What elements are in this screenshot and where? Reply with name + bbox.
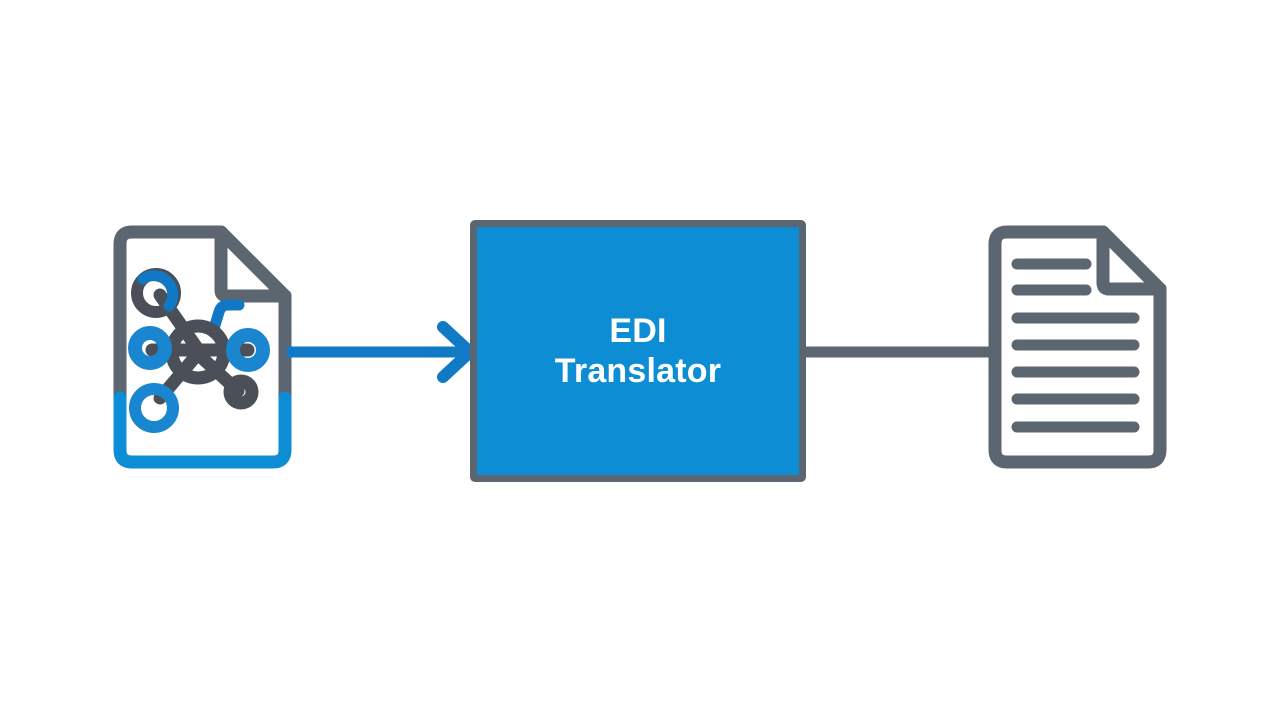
source-document-outline-blue: [113, 391, 292, 469]
output-document-text-lines: [1011, 258, 1140, 433]
source-document-icon[interactable]: [113, 225, 292, 469]
edi-translator-box[interactable]: EDI Translator: [470, 220, 806, 482]
hub-node-lower-right: [223, 374, 259, 410]
input-arrow[interactable]: [287, 321, 476, 383]
hub-accent-hook-icon: [207, 299, 245, 338]
hub-node-lower-left: [129, 383, 179, 433]
hub-center-node: [165, 319, 231, 385]
edi-translator-label: EDI Translator: [554, 311, 722, 390]
hub-node-left: [128, 326, 172, 370]
hub-node-right: [226, 328, 270, 372]
hub-node-upper-left-accent: [137, 270, 179, 312]
source-document-fold-icon: [214, 225, 292, 303]
source-document-outline-gray: [113, 225, 292, 409]
output-document-icon[interactable]: [988, 225, 1167, 469]
output-document-fold-icon: [1096, 225, 1167, 296]
network-hub-icon: [128, 268, 270, 433]
output-document-outline: [988, 225, 1167, 469]
